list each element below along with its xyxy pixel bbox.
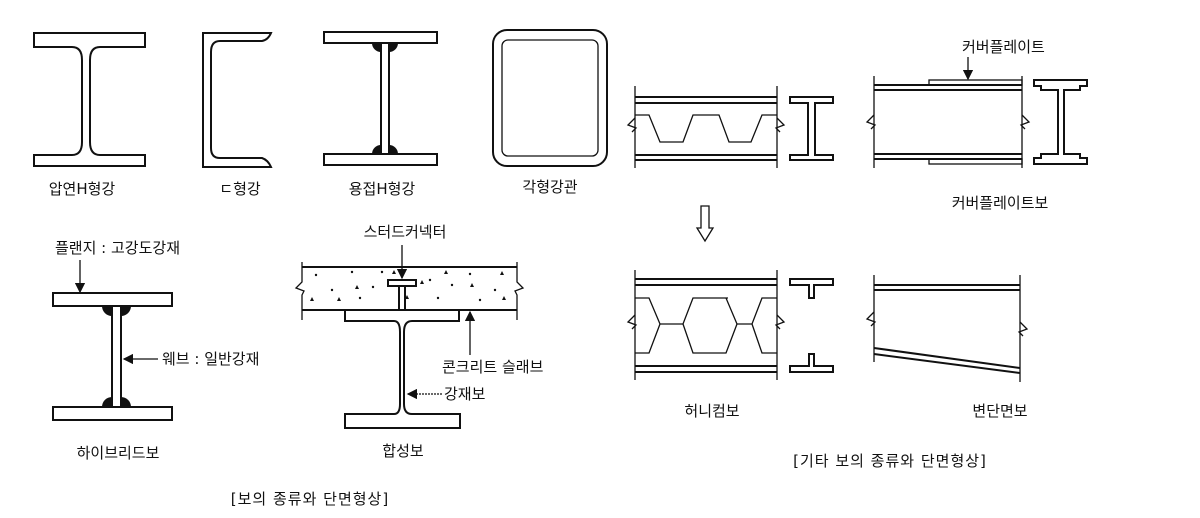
rolled-h-section xyxy=(33,32,146,167)
cover-plate-beam xyxy=(865,57,1088,168)
steel-beam-label: 강재보 xyxy=(444,385,486,403)
left-caption: [보의 종류와 단면형상] xyxy=(231,490,389,508)
tapered-beam-label: 변단면보 xyxy=(972,402,1027,420)
welded-h-label: 용접H형강 xyxy=(349,180,416,198)
concrete-slab-label: 콘크리트 슬래브 xyxy=(442,358,544,376)
composite-beam-label: 합성보 xyxy=(382,442,424,460)
tapered-beam xyxy=(865,275,1029,382)
composite-beam-section xyxy=(294,245,525,429)
channel-label: ㄷ형강 xyxy=(219,180,261,198)
hybrid-beam-section xyxy=(52,260,173,421)
welded-h-section xyxy=(323,31,438,166)
box-tube-label: 각형강관 xyxy=(522,178,577,196)
honeycomb-beam-label: 허니컴보 xyxy=(684,402,739,420)
flange-label: 플랜지 : 고강도강재 xyxy=(55,239,180,257)
hybrid-beam-label: 하이브리드보 xyxy=(77,444,160,462)
right-caption: [기타 보의 종류와 단면형상] xyxy=(793,452,987,470)
channel-section xyxy=(202,32,273,168)
castellated-source-beam xyxy=(626,86,834,168)
stud-connector-label: 스터드커넥터 xyxy=(364,223,447,241)
web-label: 웨브 : 일반강재 xyxy=(162,350,259,368)
cover-plate-beam-label: 커버플레이트보 xyxy=(952,194,1049,212)
box-tube-section xyxy=(492,29,608,167)
honeycomb-beam xyxy=(626,270,834,380)
cover-plate-label: 커버플레이트 xyxy=(962,38,1045,56)
rolled-h-label: 압연H형강 xyxy=(49,180,116,198)
down-arrow-icon xyxy=(695,205,715,243)
